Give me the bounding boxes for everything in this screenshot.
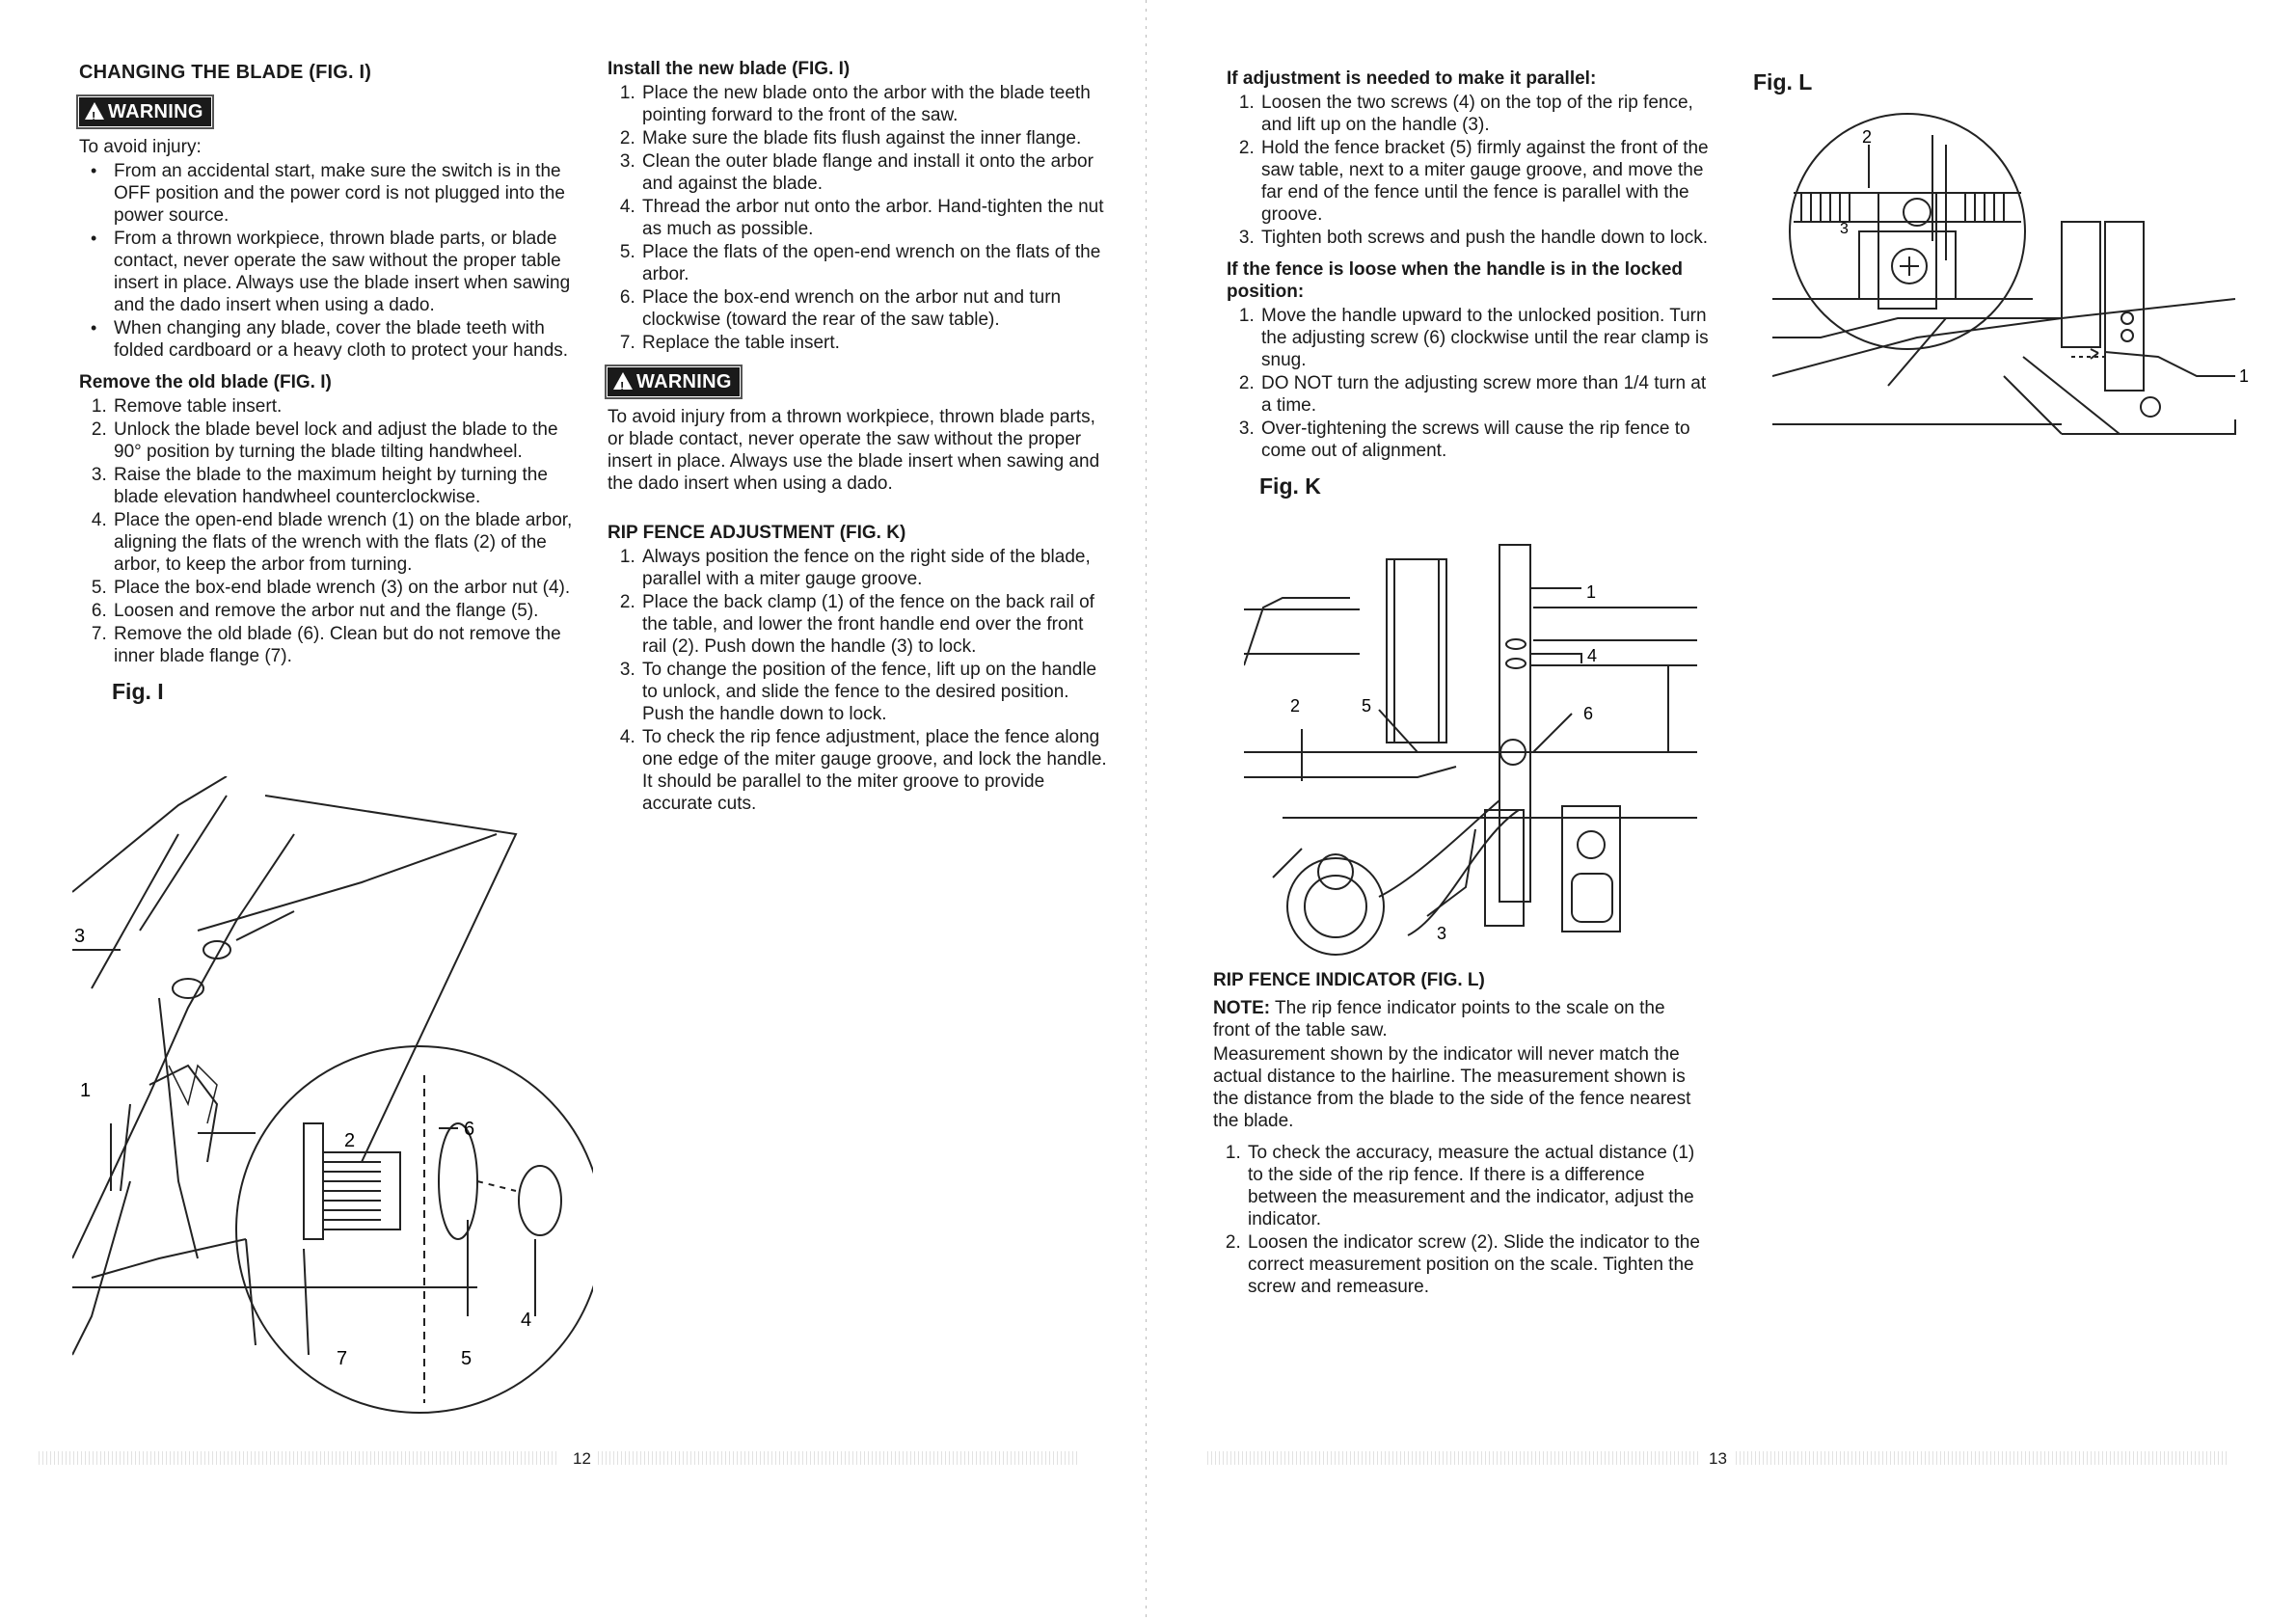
footer-rule-right-b: [1736, 1451, 2228, 1465]
loose-steps: Move the handle upward to the unlocked p…: [1227, 305, 1718, 462]
remove-steps: Remove table insert. Unlock the blade be…: [79, 395, 581, 667]
list-item: Place the back clamp (1) of the fence on…: [640, 591, 1109, 658]
list-item: Always position the fence on the right s…: [640, 546, 1109, 590]
callout-6: 6: [1583, 704, 1593, 723]
note-text: The rip fence indicator points to the sc…: [1213, 998, 1665, 1040]
warning-badge-2: WARNING: [605, 365, 743, 399]
list-item: Place the open-end blade wrench (1) on t…: [112, 509, 581, 576]
callout-5: 5: [1362, 696, 1371, 716]
install-steps: Place the new blade onto the arbor with …: [608, 82, 1109, 354]
list-item: From an accidental start, make sure the …: [91, 160, 581, 227]
fig-l-label: Fig. L: [1753, 69, 1813, 95]
list-item: Place the box-end wrench on the arbor nu…: [640, 286, 1109, 331]
list-item: Loosen and remove the arbor nut and the …: [112, 600, 581, 622]
callout-4: 4: [521, 1310, 531, 1331]
warning-label: WARNING: [108, 101, 203, 122]
page-number-right: 13: [1709, 1449, 1727, 1468]
heading-install-blade: Install the new blade (FIG. I): [608, 59, 851, 79]
list-item: DO NOT turn the adjusting screw more tha…: [1259, 372, 1718, 417]
list-item: Loosen the two screws (4) on the top of …: [1259, 92, 1718, 136]
figure-l: 2 3 1: [1771, 87, 2255, 473]
list-item: Remove the old blade (6). Clean but do n…: [112, 623, 581, 667]
middle-column: Install the new blade (FIG. I) Place the…: [605, 58, 1109, 821]
warning-badge: WARNING: [76, 95, 214, 129]
right-column: If adjustment is needed to make it paral…: [1227, 68, 1718, 498]
list-item: To check the accuracy, measure the actua…: [1246, 1142, 1705, 1230]
list-item: Remove table insert.: [112, 395, 581, 418]
warning-text: To avoid injury from a thrown workpiece,…: [608, 407, 1100, 494]
list-item: Place the box-end blade wrench (3) on th…: [112, 577, 581, 599]
page-gutter: [1146, 0, 1147, 1621]
list-item: From a thrown workpiece, thrown blade pa…: [91, 228, 581, 316]
list-item: Move the handle upward to the unlocked p…: [1259, 305, 1718, 371]
list-item: Loosen the indicator screw (2). Slide th…: [1246, 1231, 1705, 1298]
warning-bullets: From an accidental start, make sure the …: [79, 160, 581, 362]
callout-3: 3: [1437, 924, 1446, 943]
figure-l-drawing: 2 3 1: [1771, 113, 2249, 435]
callout-3: 3: [74, 926, 85, 947]
callout-2: 2: [344, 1130, 355, 1151]
fig-k-label: Fig. K: [1259, 473, 1321, 499]
footer-rule-left-b: [598, 1451, 1080, 1465]
list-item: When changing any blade, cover the blade…: [91, 317, 581, 362]
indicator-steps: To check the accuracy, measure the actua…: [1213, 1142, 1705, 1298]
heading-changing-blade: CHANGING THE BLADE (FIG. I): [79, 62, 372, 83]
list-item: Raise the blade to the maximum height by…: [112, 464, 581, 508]
callout-7: 7: [337, 1348, 347, 1369]
list-item: To change the position of the fence, lif…: [640, 659, 1109, 725]
heading-remove-blade: Remove the old blade (FIG. I): [79, 372, 332, 392]
fig-i-label: Fig. I: [112, 679, 164, 704]
callout-3: 3: [1840, 221, 1849, 237]
list-item: Place the new blade onto the arbor with …: [640, 82, 1109, 126]
callout-6: 6: [464, 1119, 474, 1140]
callout-4: 4: [1587, 646, 1597, 665]
callout-1: 1: [80, 1080, 91, 1101]
figure-k: 1 4 6 2 5 3: [1243, 521, 1707, 964]
note-label: NOTE:: [1213, 998, 1271, 1018]
list-item: Clean the outer blade flange and install…: [640, 150, 1109, 195]
list-item: Unlock the blade bevel lock and adjust t…: [112, 419, 581, 463]
page-number-left: 12: [573, 1449, 591, 1468]
callout-5: 5: [461, 1348, 472, 1369]
callout-1: 1: [2239, 366, 2249, 386]
callout-2: 2: [1862, 127, 1872, 147]
list-item: Make sure the blade fits flush against t…: [640, 127, 1109, 149]
list-item: Place the flats of the open-end wrench o…: [640, 241, 1109, 285]
warning-triangle-icon: [613, 372, 633, 397]
heading-fence-loose: If the fence is loose when the handle is…: [1227, 259, 1683, 302]
list-item: Over-tightening the screws will cause th…: [1259, 418, 1718, 462]
rip-steps: Always position the fence on the right s…: [608, 546, 1109, 815]
heading-rip-fence-indicator: RIP FENCE INDICATOR (FIG. L): [1213, 970, 1485, 990]
heading-rip-fence-adjustment: RIP FENCE ADJUSTMENT (FIG. K): [608, 523, 906, 543]
callout-1: 1: [1586, 582, 1596, 602]
warning-label: WARNING: [636, 371, 732, 392]
heading-parallel: If adjustment is needed to make it paral…: [1227, 68, 1597, 89]
list-item: Replace the table insert.: [640, 332, 1109, 354]
footer-rule-right-a: [1207, 1451, 1699, 1465]
callout-2: 2: [1290, 696, 1300, 716]
parallel-steps: Loosen the two screws (4) on the top of …: [1227, 92, 1718, 249]
warning-triangle-icon: [85, 102, 104, 127]
right-column-lower: RIP FENCE INDICATOR (FIG. L) NOTE: The r…: [1213, 969, 1705, 1304]
intro-text: To avoid injury:: [79, 137, 202, 157]
list-item: Hold the fence bracket (5) firmly agains…: [1259, 137, 1718, 226]
list-item: Thread the arbor nut onto the arbor. Han…: [640, 196, 1109, 240]
note-paragraph: NOTE: The rip fence indicator points to …: [1213, 997, 1705, 1041]
figure-i-drawing: 3 1 2 6 4 7 5: [71, 775, 604, 1414]
list-item: Tighten both screws and push the handle …: [1259, 227, 1718, 249]
figure-i: 3 1 2 6 4 7 5: [71, 775, 604, 1422]
figure-k-drawing: 1 4 6 2 5 3: [1243, 544, 1697, 956]
list-item: To check the rip fence adjustment, place…: [640, 726, 1109, 815]
left-column: CHANGING THE BLADE (FIG. I) WARNING To a…: [76, 62, 581, 704]
measure-text: Measurement shown by the indicator will …: [1213, 1044, 1691, 1131]
footer-rule-left-a: [39, 1451, 559, 1465]
